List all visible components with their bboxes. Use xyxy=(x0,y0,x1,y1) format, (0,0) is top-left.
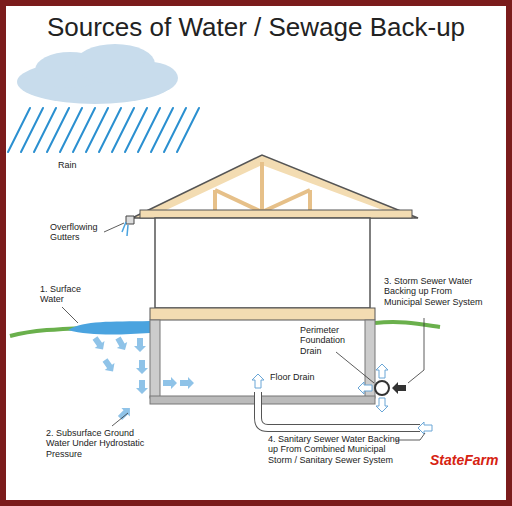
rain-stroke xyxy=(138,108,160,152)
gutter xyxy=(126,216,134,224)
perimeter-drain xyxy=(375,381,389,395)
callout-label: 1. Surface Water xyxy=(40,284,96,305)
brand-logo: StateFarm xyxy=(430,452,500,468)
basement-slab xyxy=(150,396,375,404)
rain-stroke xyxy=(34,108,56,152)
rain-stroke xyxy=(112,108,134,152)
rain-stroke xyxy=(47,108,69,152)
rain-stroke xyxy=(21,108,43,152)
rain-stroke xyxy=(73,108,95,152)
frame xyxy=(3,3,509,503)
rain-stroke xyxy=(125,108,147,152)
roof-inner xyxy=(162,165,388,212)
house-walls xyxy=(155,218,370,308)
rain-stroke xyxy=(60,108,82,152)
rain-stroke xyxy=(177,108,199,152)
gutter-overflow xyxy=(122,222,128,236)
rain-stroke xyxy=(151,108,173,152)
surface-water xyxy=(68,321,150,335)
callout-label: 4. Sanitary Sewer Water Backing up From … xyxy=(268,434,400,465)
callout-label: Perimeter Foundation Drain xyxy=(300,325,362,356)
sewer-pipe xyxy=(258,392,420,428)
callout-label: 2. Subsurface Ground Water Under Hydrost… xyxy=(46,428,156,459)
callout-label: Rain xyxy=(58,160,98,170)
ground-right xyxy=(375,322,440,327)
callout-label: Floor Drain xyxy=(270,372,330,382)
rain-stroke xyxy=(86,108,108,152)
roof xyxy=(132,155,418,218)
cloud xyxy=(17,44,178,104)
ceiling-joist xyxy=(140,210,412,218)
rain-lines xyxy=(8,108,199,152)
rain-stroke xyxy=(99,108,121,152)
leader-lines xyxy=(62,223,425,440)
callout-label: 3. Storm Sewer Water Backing up From Mun… xyxy=(384,276,488,307)
backup-arrows xyxy=(252,364,432,434)
foundation-wall-left xyxy=(150,320,160,398)
floor-joist xyxy=(150,308,375,320)
storm-arrow xyxy=(392,382,406,394)
roof-truss xyxy=(215,162,310,212)
rain-stroke xyxy=(8,108,30,152)
sewer-pipe-outline xyxy=(258,392,420,428)
title: Sources of Water / Sewage Back-up xyxy=(0,12,512,43)
water-arrows xyxy=(90,335,194,423)
callout-label: Overflowing Gutters xyxy=(50,222,106,243)
rain-stroke xyxy=(164,108,186,152)
